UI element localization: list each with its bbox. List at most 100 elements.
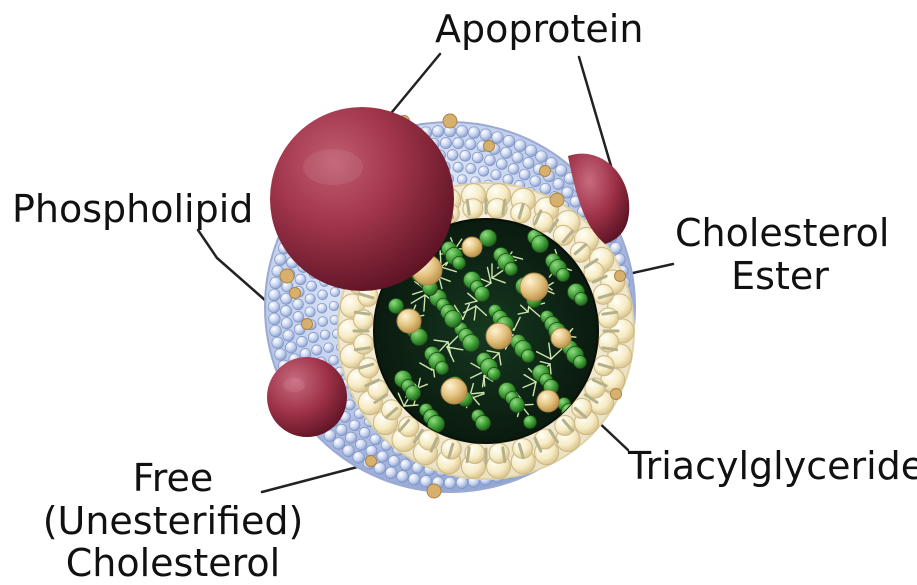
- phospholipid-bead-icon: [353, 452, 365, 464]
- membrane-bead-icon: [382, 400, 402, 420]
- triacylglyceride-sphere: [557, 269, 570, 282]
- phospholipid-bead-icon: [457, 175, 467, 185]
- membrane-stick: [467, 200, 469, 214]
- phospholipid-bead-icon: [307, 281, 317, 291]
- triacylglyceride-sphere: [575, 293, 588, 306]
- triacylglyceride-sphere: [475, 287, 490, 302]
- phospholipid-bead-icon: [388, 456, 399, 467]
- phospholipid-bead-icon: [536, 151, 548, 163]
- membrane-stick: [603, 312, 617, 314]
- phospholipid-bead-icon: [275, 254, 287, 266]
- phospholipid-bead-icon: [366, 445, 377, 456]
- phospholipid-bead-icon: [491, 170, 501, 180]
- cholesterol-ester-sphere: [520, 273, 548, 301]
- free-cholesterol-line-3: Cholesterol: [38, 542, 308, 585]
- phospholipid-bead-icon: [519, 169, 530, 180]
- phospholipid-bead-icon: [447, 150, 458, 161]
- triacylglyceride-sphere: [532, 236, 549, 253]
- phospholipid-bead-icon: [293, 299, 304, 310]
- free-cholesterol-bead-icon: [366, 456, 377, 467]
- phospholipid-bead-icon: [468, 127, 480, 139]
- free-cholesterol-line-1: Free: [38, 457, 308, 500]
- membrane-bead-icon: [555, 415, 575, 435]
- triacylglyceride-sphere: [476, 416, 491, 431]
- phospholipid-bead-icon: [540, 183, 551, 194]
- triacylglyceride-sphere: [488, 368, 501, 381]
- phospholipid-bead-icon: [508, 164, 519, 175]
- cholesterol-ester-sphere: [486, 323, 512, 349]
- triacylglyceride-sphere: [574, 356, 587, 369]
- phospholipid-bead-icon: [355, 439, 366, 450]
- free-cholesterol-bead-icon: [540, 166, 551, 177]
- phospholipid-bead-icon: [349, 420, 360, 431]
- phospholipid-label: Phospholipid: [12, 188, 253, 231]
- triacylglyceride-sphere: [522, 350, 535, 363]
- phospholipid-bead-icon: [496, 159, 507, 170]
- triacylglyceride-sphere: [453, 257, 466, 270]
- phospholipid-bead-icon: [305, 307, 315, 317]
- membrane-stick: [503, 448, 505, 462]
- free-cholesterol-bead-icon: [443, 114, 457, 128]
- cholesterol-ester-sphere: [441, 378, 467, 404]
- free-cholesterol-line-2: (Unesterified): [38, 500, 308, 543]
- cholesterol-ester-line-1: Cholesterol: [675, 212, 885, 255]
- phospholipid-bead-icon: [555, 165, 567, 177]
- apoprotein-large-sphere-icon: [270, 107, 454, 291]
- phospholipid-bead-icon: [466, 164, 476, 174]
- phospholipid-bead-icon: [400, 459, 411, 470]
- phospholipid-bead-icon: [270, 277, 282, 289]
- membrane-stick: [603, 348, 617, 350]
- phospholipid-bead-icon: [432, 126, 444, 138]
- free-cholesterol-bead-icon: [427, 484, 441, 498]
- phospholipid-bead-icon: [530, 176, 541, 187]
- phospholipid-bead-icon: [444, 477, 456, 489]
- triacylglyceride-sphere: [524, 416, 537, 429]
- phospholipid-bead-icon: [377, 451, 388, 462]
- phospholipid-bead-icon: [286, 342, 297, 353]
- phospholipid-bead-icon: [320, 330, 330, 340]
- membrane-stick: [467, 448, 469, 462]
- triacylglyceride-sphere: [406, 386, 421, 401]
- triacylglyceride-sphere: [505, 263, 518, 276]
- phospholipid-bead-icon: [318, 290, 328, 300]
- triacylglyceride-sphere: [510, 398, 525, 413]
- phospholipid-bead-icon: [336, 424, 347, 435]
- triacylglyceride-label: Triacylglyceride: [628, 445, 917, 488]
- triacylglyceride-sphere: [480, 230, 497, 247]
- phospholipid-bead-icon: [330, 287, 339, 296]
- phospholipid-bead-icon: [440, 138, 451, 149]
- phospholipid-bead-icon: [523, 157, 534, 168]
- free-cholesterol-bead-icon: [611, 389, 622, 400]
- free-cholesterol-bead-icon: [484, 141, 495, 152]
- phospholipid-bead-icon: [553, 179, 564, 190]
- cholesterol-ester-sphere: [551, 328, 571, 348]
- apoprotein-small-sphere-icon: [267, 357, 347, 437]
- phospholipid-bead-icon: [492, 132, 504, 144]
- free-cholesterol-bead-icon: [290, 288, 301, 299]
- phospholipid-bead-icon: [465, 139, 476, 150]
- phospholipid-bead-icon: [329, 301, 338, 310]
- free-cholesterol-bead-icon: [302, 319, 313, 330]
- phospholipid-bead-icon: [283, 330, 294, 341]
- cholesterol-ester-line-2: Ester: [675, 255, 885, 298]
- cholesterol-ester-sphere: [462, 237, 482, 257]
- phospholipid-bead-icon: [269, 289, 281, 301]
- apoprotein-leader-right: [579, 57, 611, 166]
- phospholipid-bead-icon: [269, 313, 281, 325]
- core-tail: [550, 364, 551, 374]
- apoprotein-small-highlight: [283, 378, 305, 392]
- phospholipid-bead-icon: [295, 274, 306, 285]
- membrane-stick: [503, 200, 505, 214]
- phospholipid-bead-icon: [345, 432, 356, 443]
- phospholipid-bead-icon: [275, 349, 287, 361]
- phospholipid-bead-icon: [503, 135, 515, 147]
- phospholipid-bead-icon: [370, 434, 381, 445]
- phospholipid-bead-icon: [318, 317, 328, 327]
- membrane-bead-icon: [570, 242, 590, 262]
- apoprotein-label: Apoprotein: [435, 8, 643, 51]
- phospholipid-bead-icon: [343, 445, 355, 457]
- phospholipid-bead-icon: [281, 306, 292, 317]
- phospholipid-bead-icon: [514, 140, 526, 152]
- cholesterol-ester-label: Cholesterol Ester: [675, 212, 885, 297]
- phospholipid-bead-icon: [317, 303, 327, 313]
